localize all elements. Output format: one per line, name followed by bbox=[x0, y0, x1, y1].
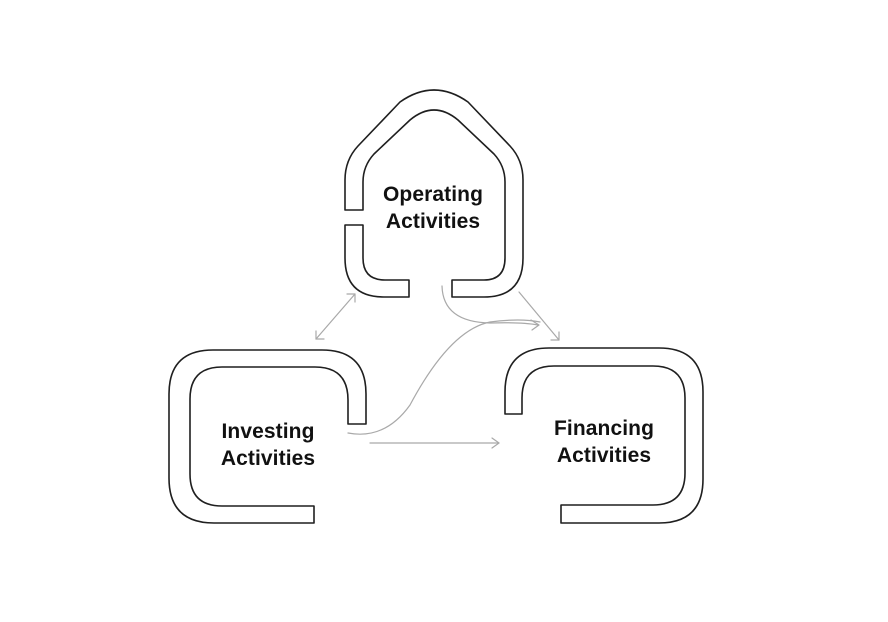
edge-investing-financing-straight bbox=[369, 437, 500, 449]
investing-label-line1: Investing bbox=[221, 420, 315, 443]
arrowhead-icon bbox=[550, 331, 560, 341]
edge-operating-financing-straight bbox=[518, 291, 560, 341]
operating-label-line1: Operating bbox=[382, 183, 484, 206]
financing-label-line1: Financing bbox=[553, 417, 655, 440]
investing-label-line2: Activities bbox=[220, 447, 316, 470]
arrowhead-icon bbox=[530, 319, 540, 331]
edge-operating-investing bbox=[315, 293, 356, 340]
operating-label-line2: Activities bbox=[385, 210, 481, 233]
edge-investing-financing-curved bbox=[347, 319, 541, 435]
operating-shape-lower bbox=[344, 224, 410, 298]
operating-activities-node[interactable] bbox=[344, 89, 524, 298]
arrowhead-icon bbox=[346, 293, 356, 303]
financing-activities-label: Financing Activities bbox=[524, 415, 684, 469]
investing-shape bbox=[168, 349, 367, 524]
arrowhead-icon bbox=[491, 437, 500, 449]
operating-activities-label: Operating Activities bbox=[353, 181, 513, 235]
edge-operating-financing-curved bbox=[441, 285, 540, 331]
financing-activities-node[interactable] bbox=[504, 347, 704, 524]
arrowhead-icon bbox=[315, 330, 325, 340]
investing-activities-node[interactable] bbox=[168, 349, 367, 524]
financing-shape bbox=[504, 347, 704, 524]
operating-shape-upper bbox=[344, 89, 524, 298]
investing-activities-label: Investing Activities bbox=[188, 418, 348, 472]
financing-label-line2: Activities bbox=[556, 444, 652, 467]
